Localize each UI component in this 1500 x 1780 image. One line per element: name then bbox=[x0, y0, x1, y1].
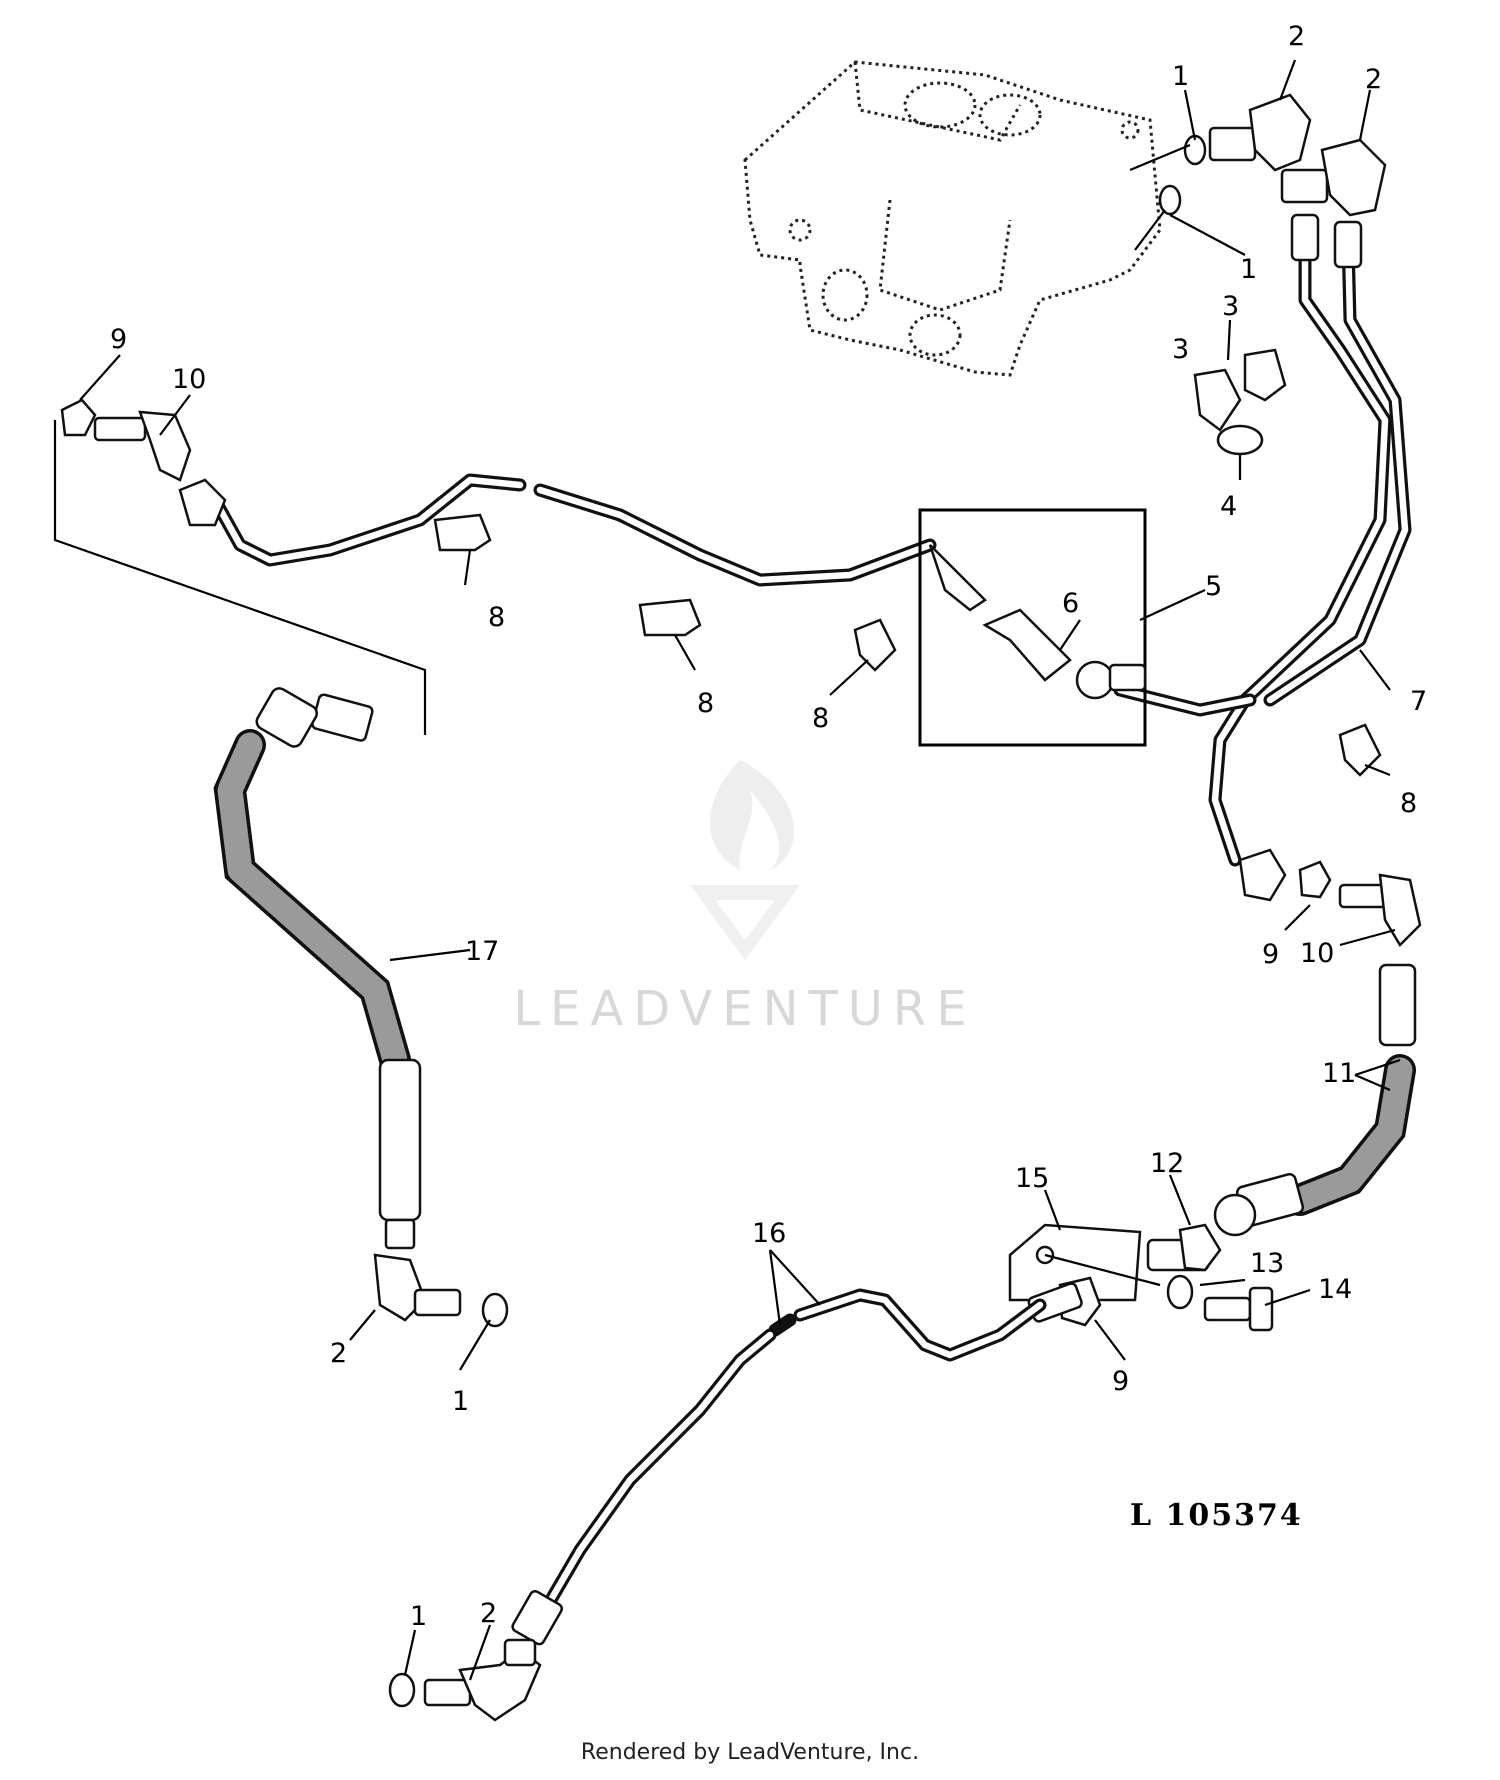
render-credit: Rendered by LeadVenture, Inc. bbox=[580, 1740, 920, 1765]
callout-8: 8 bbox=[1400, 788, 1417, 819]
clamp-icon bbox=[1338, 723, 1382, 777]
callout-10: 10 bbox=[1300, 938, 1334, 969]
callout-1: 1 bbox=[1240, 254, 1257, 285]
clip-icon bbox=[1243, 348, 1287, 402]
callout-2: 2 bbox=[330, 1338, 347, 1369]
hose-11 bbox=[1213, 1054, 1416, 1237]
callout-17: 17 bbox=[465, 936, 499, 967]
watermark-text: LEADVENTURE bbox=[513, 981, 976, 1037]
right-lower-fittings bbox=[1238, 848, 1422, 1047]
callout-8: 8 bbox=[812, 703, 829, 734]
callout-2: 2 bbox=[480, 1598, 497, 1629]
upper-elbow-fittings bbox=[1129, 93, 1387, 251]
watermark: LEADVENTURE bbox=[513, 760, 976, 1037]
bolt-icon bbox=[1203, 1296, 1252, 1322]
left-elbow-10 bbox=[53, 398, 427, 735]
callout-3: 3 bbox=[1172, 334, 1189, 365]
clip-icon bbox=[1193, 368, 1242, 432]
leader-lines bbox=[79, 59, 1401, 1681]
callout-8: 8 bbox=[488, 602, 505, 633]
washer-icon bbox=[1158, 184, 1182, 216]
callout-5: 5 bbox=[1205, 571, 1222, 602]
callout-8: 8 bbox=[697, 688, 714, 719]
leadventure-logo-icon bbox=[690, 760, 800, 960]
callout-10: 10 bbox=[172, 364, 206, 395]
upper-tube bbox=[208, 473, 1257, 717]
callout-7: 7 bbox=[1410, 686, 1427, 717]
washer-icon bbox=[1183, 134, 1207, 166]
clamp-icon bbox=[638, 598, 702, 637]
clamp-icon bbox=[433, 513, 492, 552]
washer-icon bbox=[481, 1292, 509, 1328]
callout-14: 14 bbox=[1318, 1274, 1352, 1305]
bottom-elbow-fittings bbox=[388, 1638, 542, 1722]
callout-9: 9 bbox=[110, 324, 127, 355]
callout-2: 2 bbox=[1288, 21, 1305, 52]
callout-1: 1 bbox=[452, 1386, 469, 1417]
tube-16 bbox=[511, 1288, 1047, 1646]
washer-icon bbox=[388, 1672, 416, 1708]
reference-number: L 105374 bbox=[1130, 1498, 1303, 1533]
callout-6: 6 bbox=[1062, 588, 1079, 619]
tube-7-pair bbox=[1208, 213, 1412, 867]
callout-1: 1 bbox=[1172, 61, 1189, 92]
callout-11: 11 bbox=[1322, 1058, 1356, 1089]
callout-9: 9 bbox=[1112, 1366, 1129, 1397]
clamp-icon bbox=[853, 618, 897, 672]
clamps-8 bbox=[433, 513, 1382, 777]
callout-13: 13 bbox=[1250, 1248, 1284, 1279]
callout-1: 1 bbox=[410, 1601, 427, 1632]
callout-16: 16 bbox=[752, 1218, 786, 1249]
callout-9: 9 bbox=[1262, 939, 1279, 970]
hose-17 bbox=[213, 687, 509, 1328]
bracket-15-assembly bbox=[1008, 1223, 1274, 1332]
washer-icon bbox=[1166, 1274, 1194, 1310]
callout-12: 12 bbox=[1150, 1148, 1184, 1179]
clips-3-4 bbox=[1193, 348, 1287, 456]
callout-labels: 1 2 2 1 3 3 4 5 6 7 8 8 8 8 9 10 9 10 11… bbox=[110, 21, 1427, 1632]
detail-box-5-6 bbox=[918, 508, 1147, 747]
control-valve-block bbox=[743, 60, 1162, 377]
snap-ring-icon bbox=[1216, 424, 1264, 456]
callout-2: 2 bbox=[1365, 64, 1382, 95]
callout-15: 15 bbox=[1015, 1163, 1049, 1194]
callout-4: 4 bbox=[1220, 491, 1237, 522]
callout-3: 3 bbox=[1222, 291, 1239, 322]
